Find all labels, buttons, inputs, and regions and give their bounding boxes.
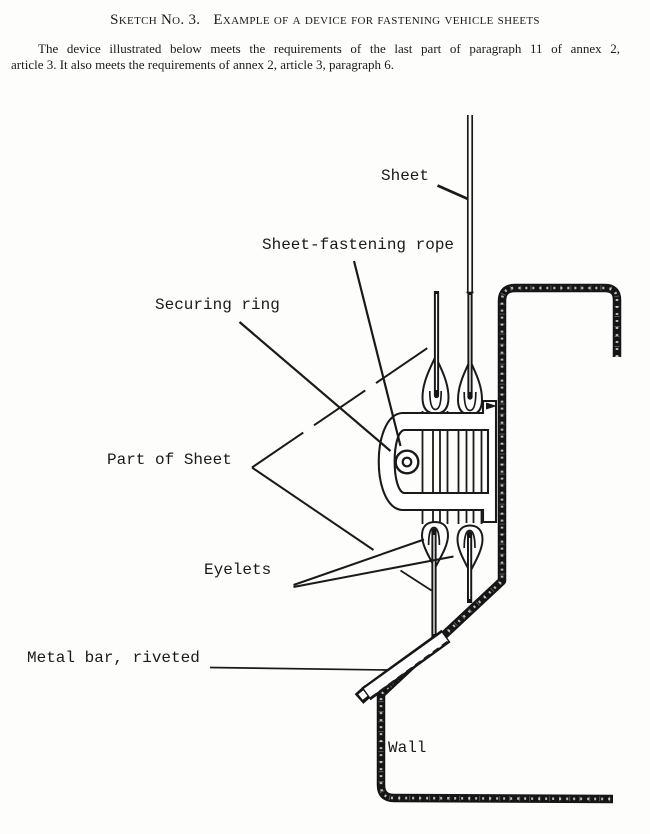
label-sheet-fastening-rope: Sheet-fastening rope: [262, 236, 455, 254]
page-title: Sketch No. 3. Example of a device for fas…: [0, 12, 650, 29]
eyelets-leader-3: [400, 569, 432, 592]
leader-lines: [209, 184, 469, 671]
label-securing-ring: Securing ring: [155, 296, 280, 314]
sketch-number: Sketch No. 3.: [110, 12, 201, 28]
label-sheet: Sheet: [381, 167, 430, 185]
paragraph-line-2: article 3. It also meets the requirement…: [11, 57, 394, 72]
sheet-line: [466, 115, 474, 294]
securing-device-bracket: [377, 399, 498, 524]
paragraph-line-1: The device illustrated below meets the r…: [38, 41, 620, 56]
attachment-arrow: [486, 402, 497, 410]
label-eyelets: Eyelets: [204, 561, 272, 579]
ring-leader: [238, 321, 392, 452]
label-wall: Wall: [388, 739, 427, 757]
rope-leader: [352, 260, 402, 447]
bottom-eyelets: [420, 520, 484, 575]
fastening-ropes: [431, 291, 473, 639]
top-eyelets: [421, 354, 484, 416]
securing-ring: [394, 449, 420, 475]
eyelets-leader-1: [293, 538, 425, 586]
part-of-sheet-leader-upper: [251, 346, 430, 469]
metal-bar-leader: [209, 666, 389, 671]
wall-profile: [376, 283, 622, 804]
label-part-of-sheet: Part of Sheet: [107, 451, 232, 469]
sheet-leader: [436, 184, 469, 201]
label-metal-bar: Metal bar, riveted: [27, 649, 200, 667]
sketch-title: Example of a device for fastening vehicl…: [213, 12, 540, 28]
intro-paragraph: The device illustrated below meets the r…: [11, 41, 620, 73]
part-of-sheet-leader-lower: [251, 466, 375, 551]
eyelets-leader-2: [293, 555, 454, 588]
metal-bar: [354, 629, 451, 704]
